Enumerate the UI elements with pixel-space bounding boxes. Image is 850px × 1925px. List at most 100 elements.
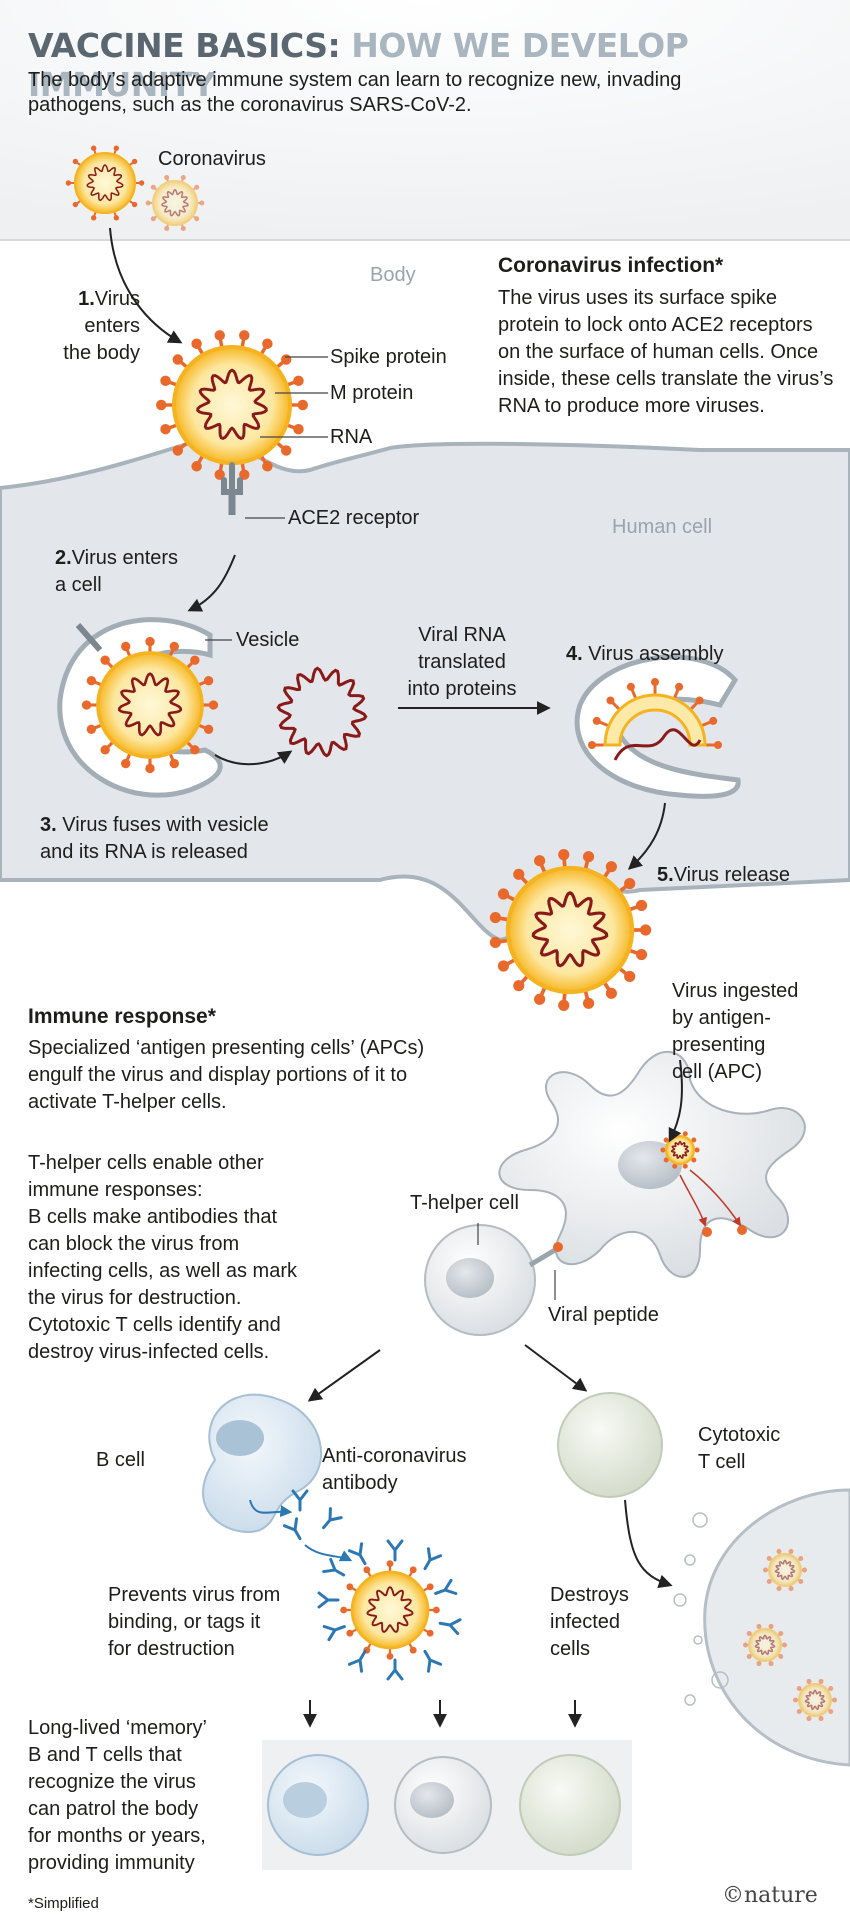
step-3-number: 3. xyxy=(40,814,57,836)
antibody-shape xyxy=(423,1649,443,1673)
arrow-antibody2 xyxy=(304,1544,353,1562)
step-5-number: 5. xyxy=(657,864,674,886)
spike-tip xyxy=(776,1548,782,1554)
spike-tip xyxy=(262,461,273,472)
spike-tip xyxy=(796,1708,802,1714)
spike-tip xyxy=(432,1606,440,1614)
spike-tip xyxy=(86,676,97,686)
virus-rna xyxy=(117,672,183,737)
virus-envelope xyxy=(798,1683,832,1717)
nature-logo: ©nature xyxy=(722,1883,818,1908)
virus-rna xyxy=(804,1689,826,1710)
spike-tip xyxy=(297,399,308,411)
memory-text: Long-lived ‘memory’ B and T cells that r… xyxy=(28,1717,207,1874)
spike-tip xyxy=(214,330,225,341)
spike-tip xyxy=(828,1708,834,1714)
tagged-virus xyxy=(340,1560,440,1660)
tcr-receptor xyxy=(528,1247,557,1268)
antibody-3 xyxy=(282,1517,302,1541)
spike-tip xyxy=(262,338,273,349)
membrane-bubble-1 xyxy=(684,1554,696,1566)
spike-tip xyxy=(280,354,292,365)
spike-tip xyxy=(386,1652,394,1660)
spike-tip xyxy=(363,1566,371,1574)
antibody-shape xyxy=(317,1591,340,1609)
spike-tip xyxy=(694,1147,700,1153)
spike-tip xyxy=(150,184,156,190)
virus-envelope xyxy=(73,151,137,215)
step-1-text: Virus enters the body xyxy=(63,288,140,364)
spike-tip xyxy=(624,970,636,983)
spike-tip xyxy=(766,1556,772,1562)
spike-tip xyxy=(534,993,546,1005)
arrow-step1 xyxy=(109,227,183,344)
spike-tip xyxy=(513,868,525,880)
page-subtitle: The body’s adaptive immune system can le… xyxy=(28,69,682,116)
spike-tip xyxy=(113,215,120,221)
spike-tip xyxy=(582,997,595,1009)
arrow-antibody xyxy=(249,1499,293,1518)
arrow-destroy xyxy=(624,1499,673,1589)
spike-tip xyxy=(818,1678,824,1684)
membrane-bubble-4 xyxy=(711,1671,729,1689)
spike-tip xyxy=(100,655,110,665)
ace2-in-vesicle xyxy=(75,623,103,652)
arrow-step5 xyxy=(627,802,666,870)
antibody-1 xyxy=(291,1489,309,1512)
spike-tip xyxy=(121,641,131,652)
spike-tip xyxy=(691,1157,697,1163)
infection-text: The virus uses its surface spike protein… xyxy=(498,287,834,417)
spike-tip xyxy=(121,758,131,769)
spike-tip xyxy=(203,724,214,734)
virus-half-envelope xyxy=(603,693,707,747)
spike-tip xyxy=(191,338,202,349)
memory-t-cell xyxy=(519,1754,621,1856)
antibody-2 xyxy=(322,1507,343,1530)
step-4-number: 4. xyxy=(566,643,583,665)
spike-tip xyxy=(776,1586,782,1592)
spike-tip xyxy=(606,696,615,705)
spike-tip xyxy=(660,1147,666,1153)
t-helper-nucleus xyxy=(446,1258,494,1298)
virus-rna xyxy=(774,1559,796,1580)
spike-tip xyxy=(160,375,171,387)
spike-protein-label: Spike protein xyxy=(330,346,447,368)
bound-antibody-6 xyxy=(423,1649,443,1673)
antibody-shape xyxy=(423,1547,443,1571)
spike-tip xyxy=(489,936,501,949)
virus-envelope xyxy=(152,180,198,226)
spike-tip xyxy=(762,1567,768,1573)
spike-tip xyxy=(293,375,304,387)
spike-tip xyxy=(190,655,200,665)
spike-tip xyxy=(90,145,97,151)
spike-tip xyxy=(386,1560,394,1568)
arrow-rna-release xyxy=(214,750,293,766)
viral-peptide-label: Viral peptide xyxy=(548,1304,659,1326)
spike-tip xyxy=(180,226,186,232)
arrow-to-bcell xyxy=(307,1349,381,1402)
antibody-shape xyxy=(386,1658,404,1681)
ace2-label: ACE2 receptor xyxy=(288,507,420,529)
infected-cell xyxy=(703,1488,850,1767)
assembling-virus xyxy=(588,678,722,761)
virus-rna xyxy=(531,891,609,968)
spike-tip xyxy=(164,174,170,180)
spike-tip xyxy=(588,741,596,749)
spike-tip xyxy=(675,682,684,691)
virus-half-rna xyxy=(613,728,702,761)
bound-antibody-10 xyxy=(317,1591,340,1609)
virus-envelope xyxy=(171,344,293,466)
bound-antibody-0 xyxy=(322,1557,346,1577)
virus-rna xyxy=(196,368,268,440)
spike-tip xyxy=(768,1623,774,1629)
virus-rna xyxy=(366,1586,414,1633)
spike-tip xyxy=(534,855,546,867)
coronavirus-faded xyxy=(145,174,205,232)
spike-tip xyxy=(635,899,648,912)
virus-envelope xyxy=(505,865,635,995)
step-4-label: 4. Virus assembly xyxy=(566,641,723,668)
spike-tip xyxy=(131,201,138,208)
virus-envelope xyxy=(96,651,204,759)
virus-envelope xyxy=(748,1628,782,1662)
